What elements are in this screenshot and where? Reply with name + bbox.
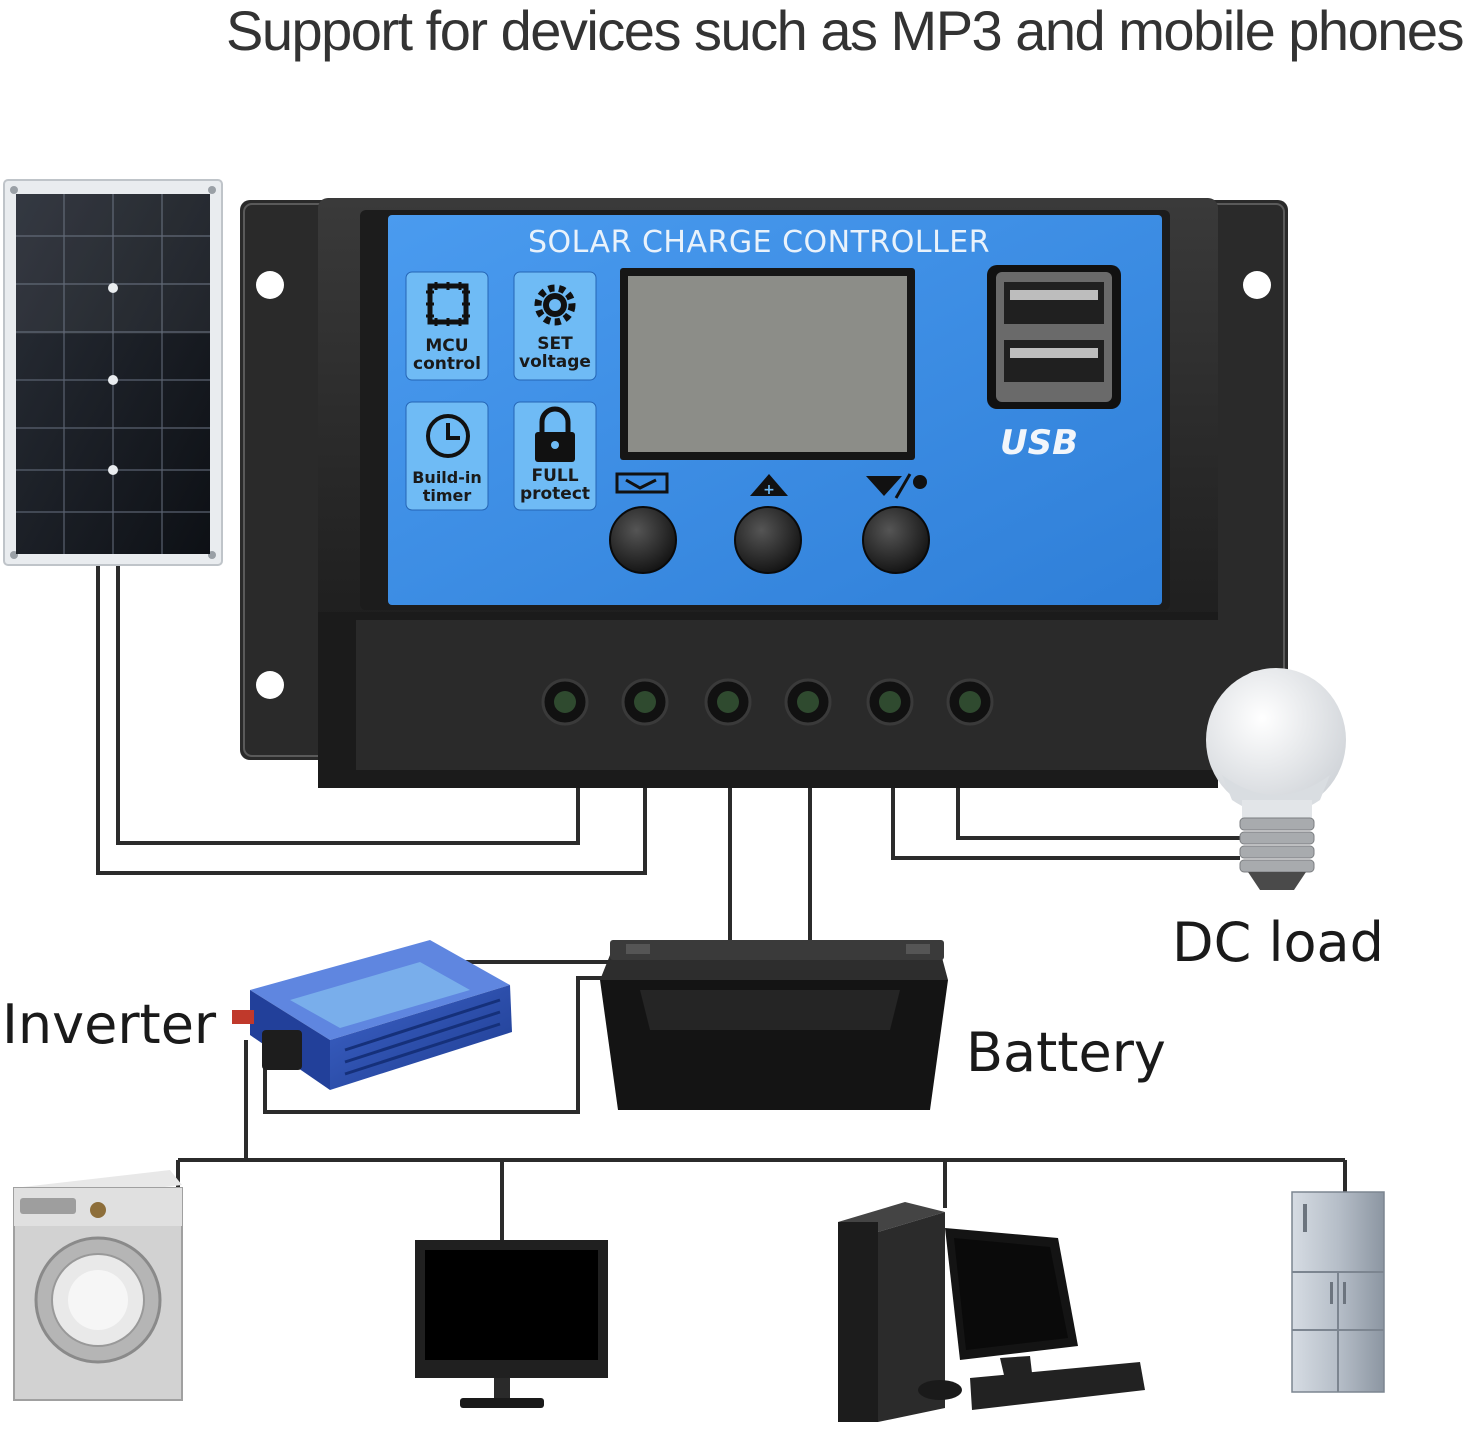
feature-set-line1: SET — [537, 334, 573, 354]
wire-inverter-negative — [263, 976, 610, 1114]
gear-icon — [534, 284, 576, 326]
svg-text:+: + — [763, 482, 775, 498]
battery-label: Battery — [966, 1021, 1166, 1084]
menu-icon — [615, 472, 669, 494]
charge-controller: + — [240, 198, 1288, 788]
wire-solar-positive — [116, 565, 580, 845]
mounting-hole-icon — [1243, 271, 1271, 299]
menu-button — [609, 506, 677, 574]
feature-set-line2: voltage — [519, 352, 591, 372]
feature-protect-line1: FULL — [531, 466, 579, 486]
down-button — [862, 506, 930, 574]
desktop-computer-icon — [838, 1202, 1145, 1422]
refrigerator-icon — [1291, 1191, 1385, 1393]
terminal-screws — [541, 678, 994, 726]
controller-title: SOLAR CHARGE CONTROLLER — [528, 225, 991, 260]
tv-monitor-icon — [415, 1240, 608, 1408]
feature-protect-line2: protect — [519, 484, 591, 504]
feature-mcu-line1: MCU — [425, 336, 469, 356]
down-arrow-bulb-icon — [866, 473, 927, 499]
mounting-hole-icon — [256, 271, 284, 299]
solar-panel-icon — [3, 179, 223, 566]
usb-label: USB — [1000, 423, 1079, 463]
wires — [96, 565, 1347, 1240]
clock-icon — [426, 414, 470, 458]
feature-timer-line1: Build-in — [412, 468, 482, 487]
light-bulb-icon — [1206, 668, 1346, 890]
wire-load-negative — [956, 785, 1240, 840]
wire-solar-negative — [96, 565, 647, 875]
wire-load-positive — [891, 785, 1240, 860]
up-button — [734, 506, 802, 574]
up-arrow-icon: + — [750, 474, 788, 498]
dc-load-label: DC load — [1172, 911, 1384, 974]
padlock-icon — [535, 406, 575, 462]
mounting-hole-icon — [256, 671, 284, 699]
inverter-icon — [232, 940, 512, 1090]
chip-icon — [426, 282, 470, 326]
washing-machine-icon — [13, 1170, 183, 1401]
battery-icon — [600, 940, 948, 1110]
inverter-label: Inverter — [2, 993, 217, 1056]
feature-timer-line2: timer — [422, 486, 472, 505]
usb-port-icon — [987, 265, 1121, 409]
feature-mcu-line2: control — [413, 354, 481, 374]
headline: Support for devices such as MP3 and mobi… — [225, 0, 1465, 62]
